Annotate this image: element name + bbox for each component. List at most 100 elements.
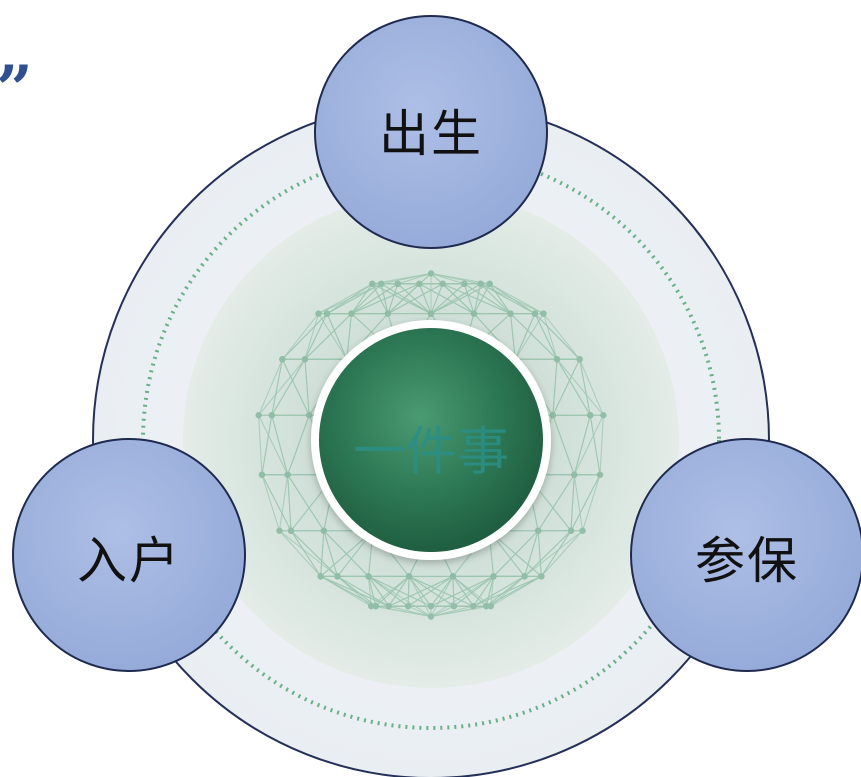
network-link bbox=[534, 313, 558, 360]
network-link bbox=[271, 415, 289, 475]
network-link bbox=[323, 530, 369, 577]
network-node bbox=[521, 573, 528, 580]
network-link bbox=[480, 283, 536, 315]
network-link bbox=[351, 283, 399, 315]
network-link bbox=[290, 530, 322, 577]
network-link bbox=[346, 313, 352, 360]
network-link bbox=[490, 576, 525, 607]
network-link bbox=[380, 283, 389, 314]
network-node bbox=[320, 527, 328, 534]
network-link bbox=[278, 474, 289, 531]
network-link bbox=[380, 283, 432, 315]
network-link bbox=[282, 313, 328, 360]
network-link bbox=[573, 415, 604, 475]
network-link bbox=[351, 283, 382, 314]
network-link bbox=[375, 576, 410, 607]
network-link bbox=[387, 283, 399, 314]
network-node bbox=[487, 602, 495, 610]
network-link bbox=[452, 576, 455, 607]
network-link bbox=[318, 283, 373, 315]
network-link bbox=[552, 359, 558, 416]
network-link bbox=[430, 283, 444, 314]
network-link bbox=[388, 576, 410, 607]
network-node bbox=[365, 573, 372, 580]
network-node bbox=[587, 412, 594, 419]
network-node bbox=[287, 527, 295, 534]
network-link bbox=[261, 474, 292, 531]
network-link bbox=[326, 283, 382, 315]
network-link bbox=[351, 283, 420, 315]
network-link bbox=[279, 530, 338, 577]
network-link bbox=[368, 576, 377, 607]
network-node bbox=[284, 471, 291, 478]
network-link bbox=[388, 605, 432, 617]
network-link bbox=[430, 575, 494, 607]
network-link bbox=[452, 576, 474, 607]
network-link bbox=[430, 283, 490, 315]
network-link bbox=[514, 313, 544, 360]
network-link bbox=[430, 575, 494, 607]
network-link bbox=[279, 530, 322, 577]
network-link bbox=[397, 283, 432, 314]
network-link bbox=[387, 273, 432, 314]
network-link bbox=[281, 359, 310, 416]
network-link bbox=[442, 283, 475, 314]
network-link bbox=[430, 283, 465, 314]
network-link bbox=[430, 575, 494, 607]
network-link bbox=[430, 273, 465, 285]
network-link bbox=[442, 283, 511, 315]
network-link bbox=[304, 313, 328, 360]
network-link bbox=[271, 358, 306, 416]
network-node bbox=[369, 280, 376, 288]
network-link bbox=[271, 415, 289, 475]
network-link bbox=[534, 313, 558, 360]
network-link bbox=[368, 576, 372, 607]
network-link bbox=[524, 530, 583, 577]
network-link bbox=[351, 283, 373, 314]
network-link bbox=[430, 283, 465, 314]
network-link bbox=[279, 530, 338, 577]
network-link bbox=[579, 359, 604, 416]
network-link bbox=[540, 530, 583, 577]
network-link bbox=[570, 474, 575, 531]
network-link bbox=[387, 283, 443, 315]
network-link bbox=[408, 576, 432, 607]
network-link bbox=[489, 283, 536, 315]
network-link bbox=[375, 576, 410, 607]
network-link bbox=[473, 283, 482, 314]
network-link bbox=[287, 474, 292, 531]
network-link bbox=[582, 474, 601, 531]
network-link bbox=[388, 575, 454, 607]
network-link bbox=[485, 576, 494, 607]
network-link bbox=[514, 313, 544, 360]
network-link bbox=[543, 313, 581, 360]
network-link bbox=[287, 474, 325, 532]
network-link bbox=[326, 283, 382, 315]
network-link bbox=[514, 313, 536, 360]
network-link bbox=[540, 530, 572, 577]
network-link bbox=[489, 283, 536, 315]
network-link bbox=[430, 605, 455, 617]
network-link bbox=[368, 576, 390, 607]
network-link bbox=[407, 576, 410, 607]
network-link bbox=[540, 530, 572, 577]
network-link bbox=[489, 283, 544, 315]
network-link bbox=[589, 415, 601, 475]
network-link bbox=[489, 283, 536, 315]
network-link bbox=[368, 575, 432, 607]
network-link bbox=[337, 576, 372, 607]
network-link bbox=[579, 359, 591, 416]
network-link bbox=[480, 283, 536, 315]
network-link bbox=[323, 530, 369, 577]
network-link bbox=[320, 575, 389, 607]
network-link bbox=[480, 283, 511, 314]
network-link bbox=[388, 576, 410, 607]
network-link bbox=[304, 313, 328, 360]
network-link bbox=[351, 283, 420, 315]
network-link bbox=[473, 283, 482, 314]
network-link bbox=[452, 576, 474, 607]
network-link bbox=[452, 576, 455, 607]
network-link bbox=[524, 530, 572, 577]
network-link bbox=[337, 575, 377, 607]
network-link bbox=[287, 415, 310, 475]
